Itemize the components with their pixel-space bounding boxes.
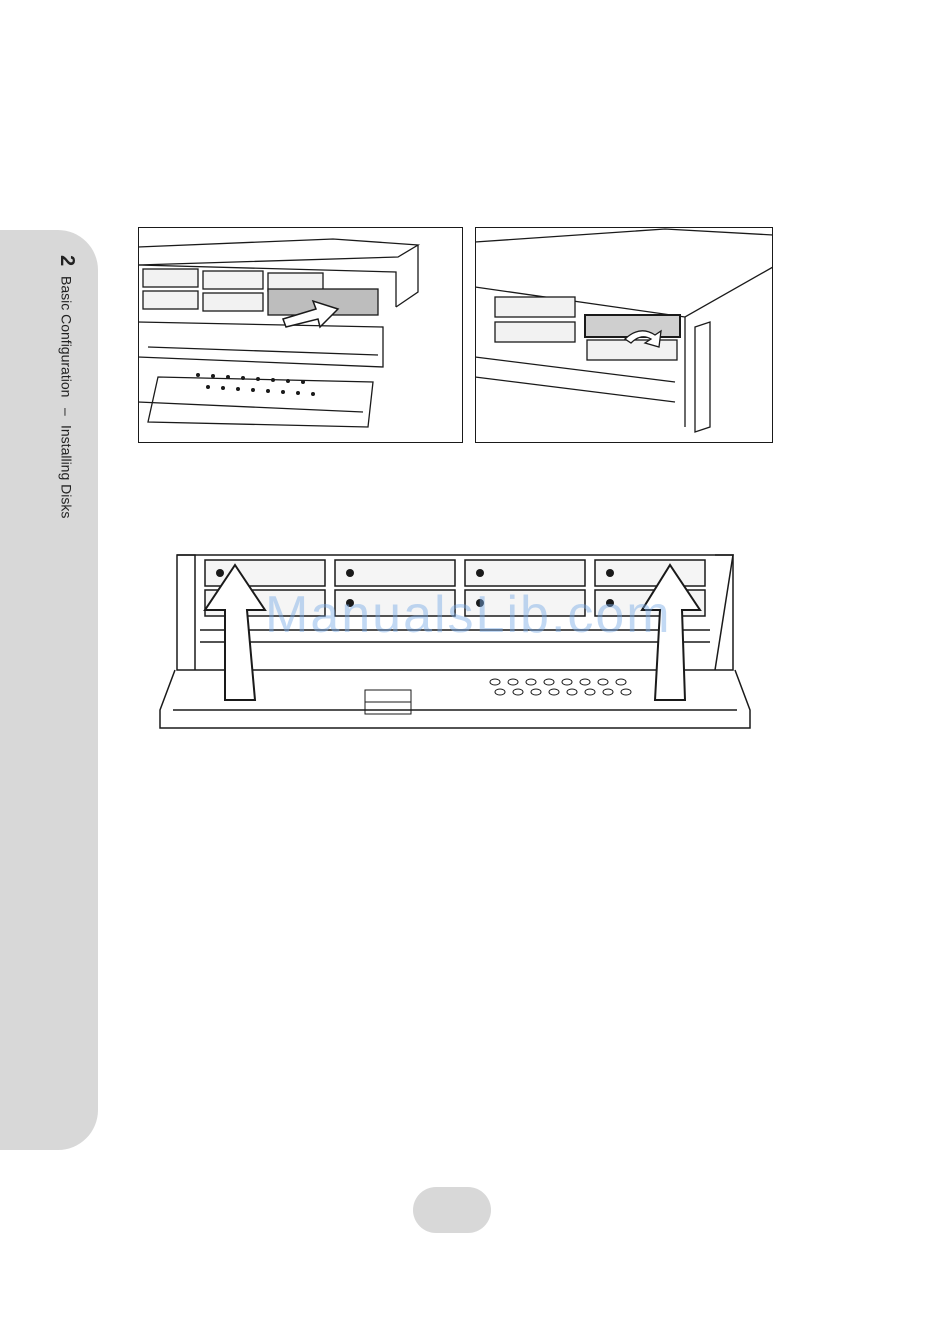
chapter-title: Basic Configuration [59,276,75,397]
chapter-number: 2 [55,255,78,266]
watermark-text: ManualsLib.com [265,585,705,645]
section-title: Installing Disks [59,425,75,518]
chapter-heading: 2 Basic Configuration – Installing Disks [55,255,78,519]
chapter-side-tab [0,230,98,1150]
figure-close-lever [475,227,773,443]
figure-insert-drive [138,227,463,443]
page-number-pill [413,1187,491,1233]
title-dash: – [59,408,75,416]
figure-raise-front-panel [155,550,755,740]
